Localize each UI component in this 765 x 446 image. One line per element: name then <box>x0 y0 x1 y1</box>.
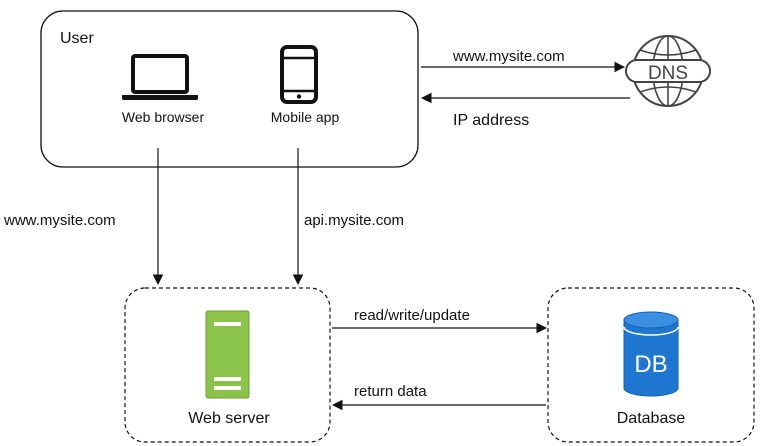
database-label: Database <box>617 410 686 427</box>
user-group: User Web browser Mobile app <box>40 10 419 168</box>
web-server-label: Web server <box>188 410 270 427</box>
database-group: DB Database <box>547 287 755 443</box>
user-group-box <box>40 10 419 168</box>
laptop-icon <box>122 54 198 100</box>
database-icon-text: DB <box>634 351 667 378</box>
mobile-phone-icon <box>280 45 318 104</box>
dns-request-label: www.mysite.com <box>452 48 565 65</box>
dns-response-label: IP address <box>453 112 529 129</box>
browser-to-server-label: www.mysite.com <box>3 212 116 229</box>
mobile-app-label: Mobile app <box>271 109 340 125</box>
web-server-group: Web server <box>124 287 331 443</box>
db-to-server-label: return data <box>354 383 427 400</box>
dns-globe-icon: DNS <box>625 35 711 107</box>
dns-icon-text: DNS <box>648 63 688 84</box>
server-to-db-label: read/write/update <box>354 307 470 324</box>
user-group-title: User <box>60 30 94 47</box>
web-browser-label: Web browser <box>122 109 205 125</box>
server-icon <box>205 310 250 399</box>
app-to-server-label: api.mysite.com <box>304 212 404 229</box>
database-cylinder-icon: DB <box>623 311 679 397</box>
